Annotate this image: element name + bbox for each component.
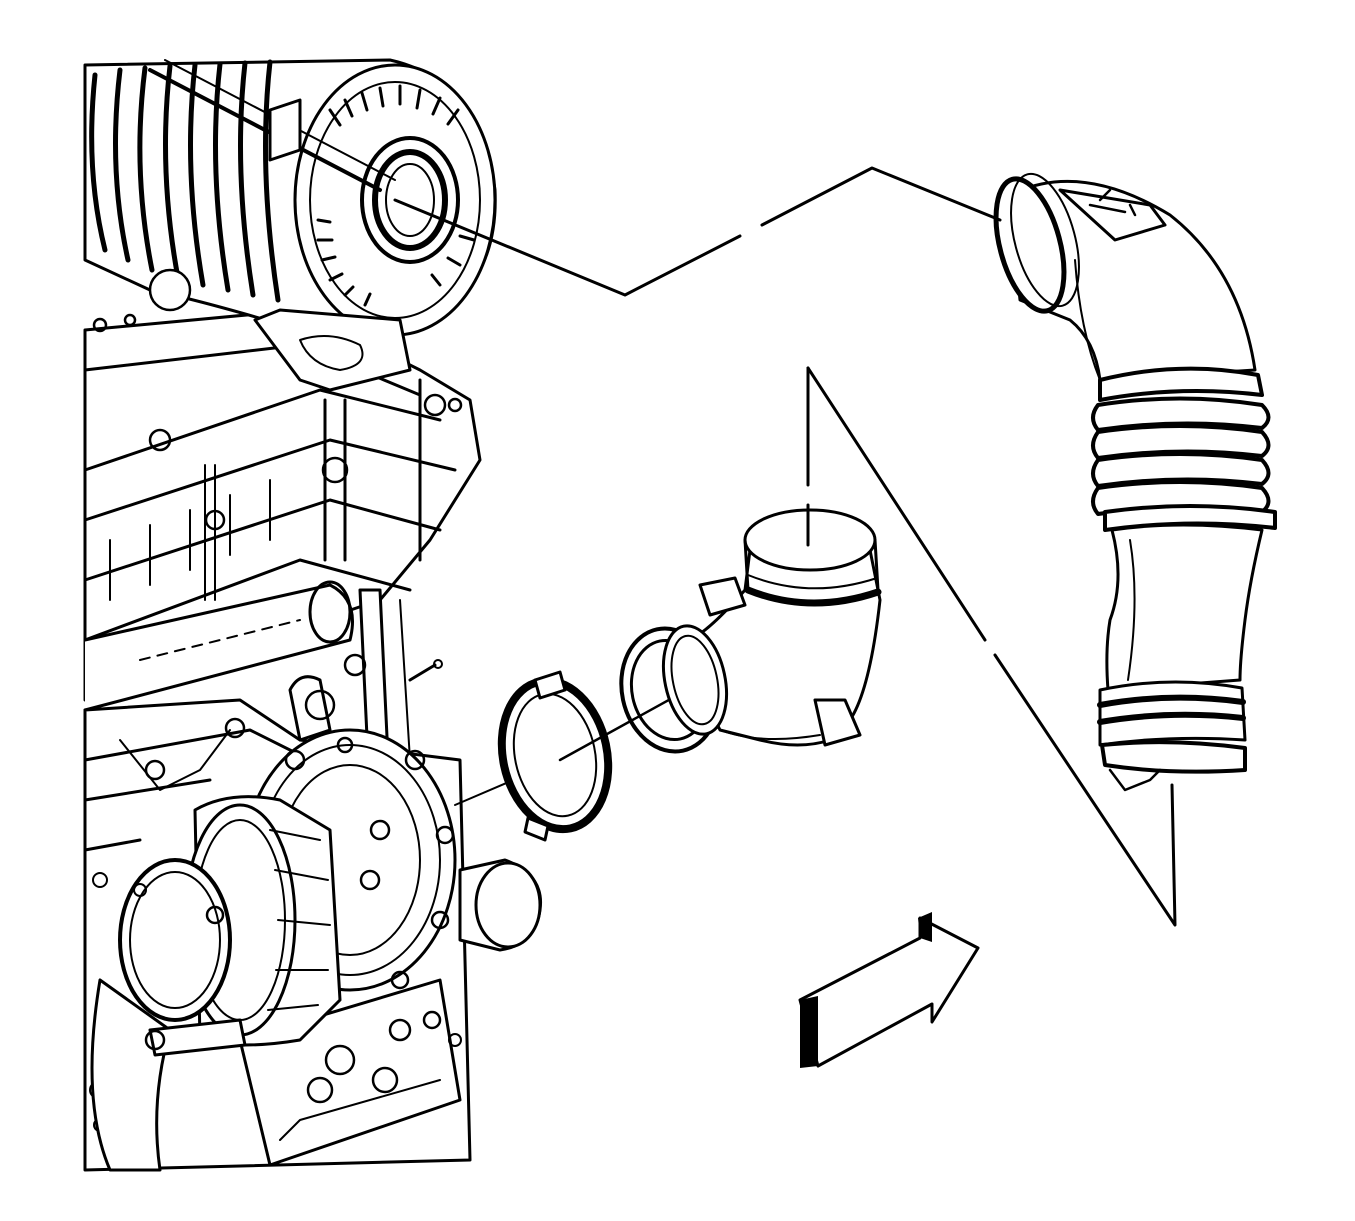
air-inlet-hose: [993, 172, 1277, 792]
direction-arrow-icon: [798, 912, 980, 1068]
leader-line-hose: [806, 366, 1177, 927]
leader-line-housing: [393, 166, 1002, 297]
hose-clamp: [497, 670, 613, 842]
elbow-duct: [662, 508, 882, 747]
